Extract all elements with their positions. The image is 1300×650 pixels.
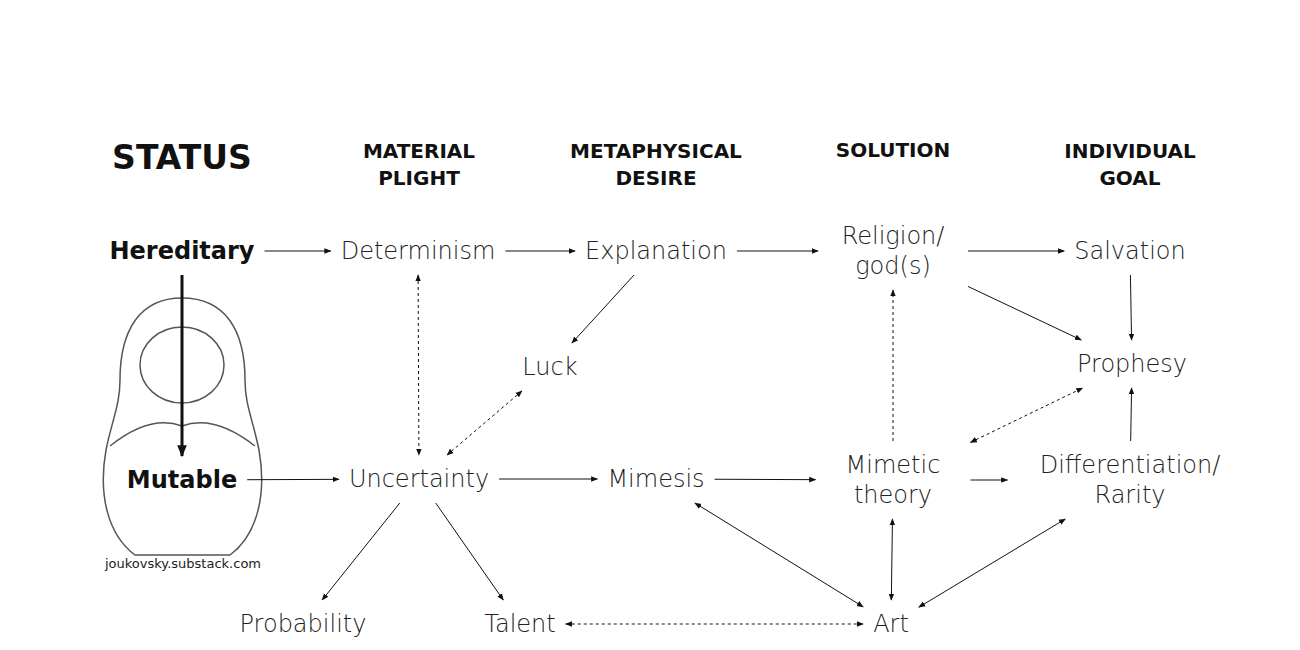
node-text: Luck: [522, 352, 577, 382]
connector-arrow: [181, 275, 184, 456]
connector-arrow: [418, 275, 420, 455]
connector-arrow: [265, 251, 331, 252]
concept-node: Mimetic theory: [822, 447, 965, 513]
connector-arrow: [572, 275, 634, 343]
connector-arrow: [322, 503, 400, 600]
connector-arrow: [695, 503, 863, 607]
node-text: Differentiation/ Rarity: [1018, 450, 1243, 510]
node-text: Prophesy: [1077, 349, 1187, 379]
column-header: METAPHYSICAL DESIRE: [551, 138, 761, 192]
node-text: Probability: [240, 609, 367, 639]
column-header: INDIVIDUAL GOAL: [1050, 138, 1210, 192]
concept-node: Luck: [518, 349, 581, 385]
connector-arrow: [499, 479, 597, 480]
node-text: Explanation: [585, 236, 727, 266]
watermark: joukovsky.substack.com: [105, 556, 261, 571]
node-text: Hereditary: [109, 236, 254, 266]
concept-node: Uncertainty: [345, 461, 493, 497]
node-text: Mimesis: [607, 464, 704, 494]
connector-arrow: [893, 290, 894, 441]
connector-arrow: [737, 251, 818, 252]
concept-node: Salvation: [1070, 233, 1190, 269]
node-text: Art: [873, 609, 909, 639]
connector-arrow: [1130, 275, 1131, 340]
concept-node: Mimesis: [603, 461, 708, 497]
connector-arrow: [919, 519, 1065, 607]
concept-node: Probability: [236, 606, 371, 642]
connector-arrow: [971, 388, 1083, 442]
concept-node: Prophesy: [1073, 346, 1191, 382]
column-header: STATUS: [112, 136, 252, 181]
concept-node: Differentiation/ Rarity: [1014, 447, 1247, 513]
concept-node: Hereditary: [105, 233, 258, 269]
node-text: Religion/ god(s): [828, 221, 958, 281]
concept-node: Explanation: [581, 233, 731, 269]
connector-arrow: [968, 251, 1064, 252]
connector-arrow: [1130, 388, 1132, 441]
column-header: MATERIAL PLIGHT: [349, 138, 489, 192]
connector-arrow: [447, 391, 522, 455]
connector-arrow: [891, 519, 892, 600]
connector-arrow: [247, 479, 339, 480]
node-text: Mimetic theory: [826, 450, 961, 510]
node-text: Mutable: [127, 465, 237, 495]
concept-node: Talent: [480, 606, 559, 642]
concept-node: Mutable: [123, 462, 241, 498]
connector-arrow: [968, 286, 1081, 340]
connector-arrow: [715, 479, 816, 480]
concept-node: Determinism: [337, 233, 500, 269]
concept-node: Religion/ god(s): [824, 218, 962, 284]
connector-arrow: [505, 251, 575, 252]
node-text: Uncertainty: [349, 464, 489, 494]
node-text: Salvation: [1074, 236, 1186, 266]
connector-arrow: [566, 624, 863, 625]
node-text: Talent: [484, 609, 555, 639]
column-header: SOLUTION: [836, 137, 951, 164]
concept-node: Art: [869, 606, 913, 642]
node-text: Determinism: [341, 236, 496, 266]
connector-arrow: [971, 480, 1008, 481]
connector-arrow: [436, 503, 504, 600]
